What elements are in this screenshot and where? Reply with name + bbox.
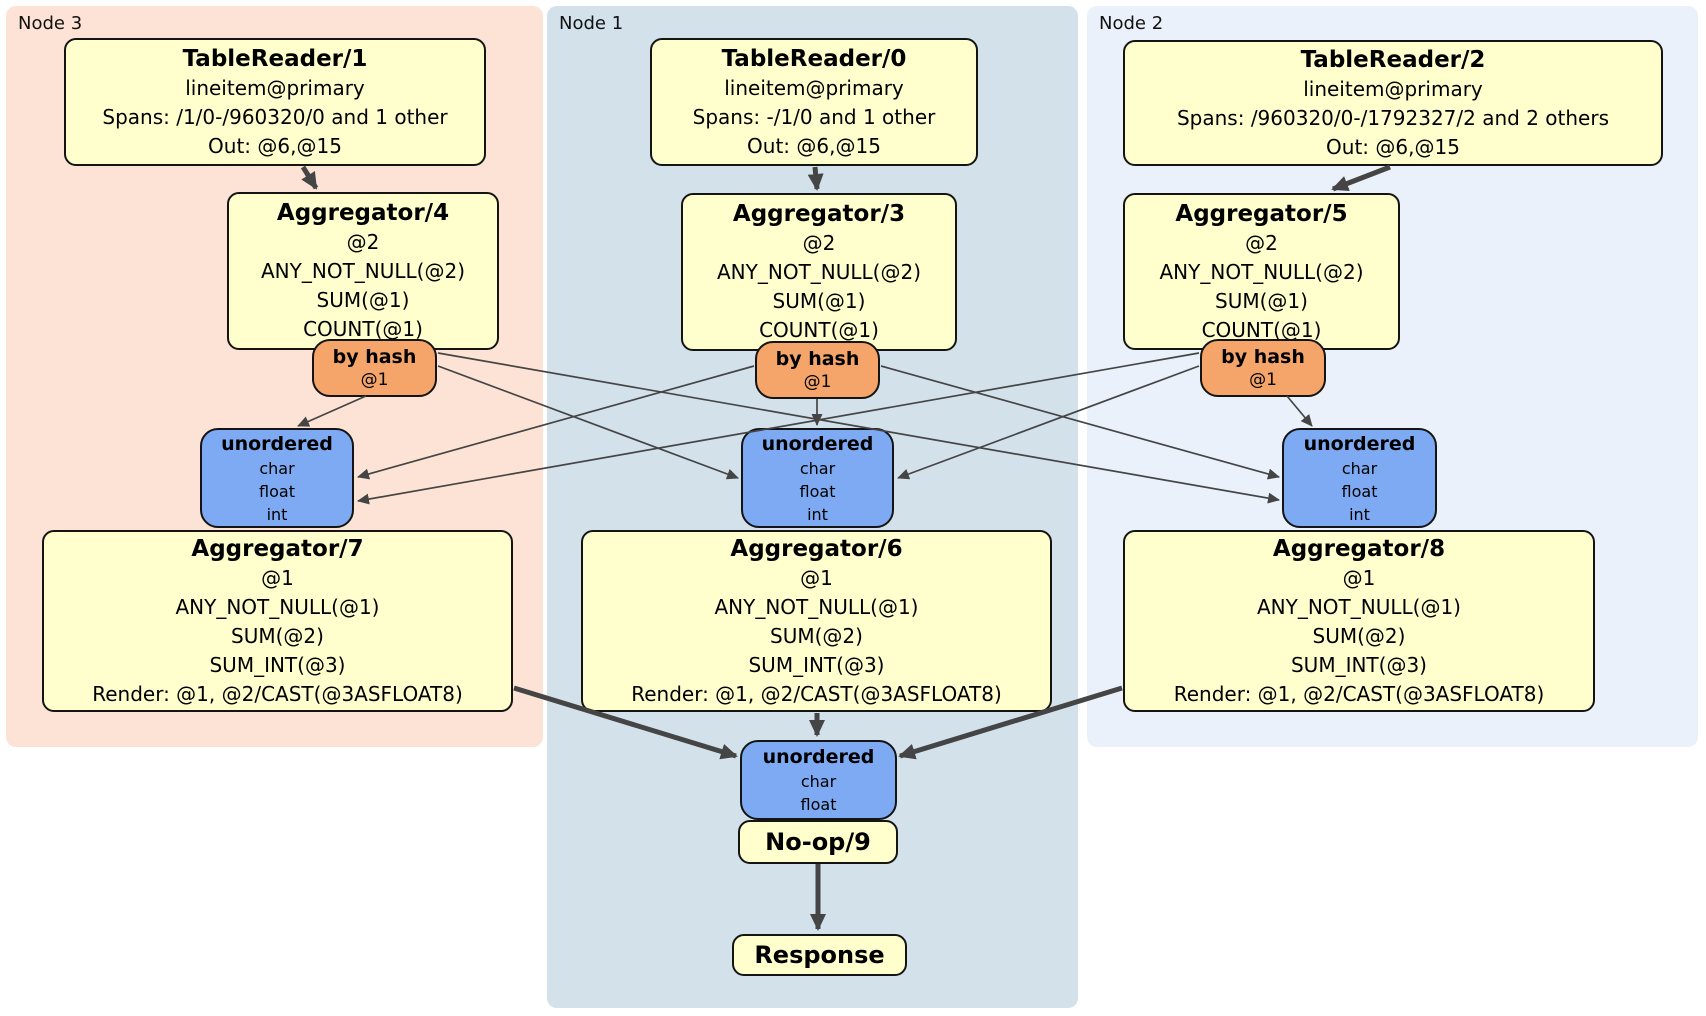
hash-router-node2: by hash @1 — [1200, 339, 1326, 397]
aggregator-7-title: Aggregator/7 — [191, 535, 364, 562]
aggregator-4-box: Aggregator/4 @2 ANY_NOT_NULL(@2) SUM(@1)… — [227, 192, 499, 350]
aggregator-5-title: Aggregator/5 — [1175, 200, 1348, 227]
unordered-sync-final-title: unordered — [762, 746, 875, 768]
aggregator-5-box: Aggregator/5 @2 ANY_NOT_NULL(@2) SUM(@1)… — [1123, 193, 1400, 350]
unordered-sync-node2-title: unordered — [1303, 432, 1416, 455]
unordered-sync-final-columns: char float — [800, 772, 837, 814]
unordered-sync-node1-columns: char float int — [799, 458, 836, 524]
unordered-sync-node3-columns: char float int — [259, 458, 295, 524]
aggregator-8-title: Aggregator/8 — [1272, 535, 1446, 562]
tablereader-0-details: lineitem@primary Spans: -/1/0 and 1 othe… — [692, 75, 936, 158]
noop-9-title: No-op/9 — [765, 828, 871, 856]
aggregator-6-box: Aggregator/6 @1 ANY_NOT_NULL(@1) SUM(@2)… — [581, 530, 1052, 712]
tablereader-1-box: TableReader/1 lineitem@primary Spans: /1… — [64, 38, 486, 166]
unordered-sync-node1: unordered char float int — [741, 428, 894, 528]
aggregator-7-box: Aggregator/7 @1 ANY_NOT_NULL(@1) SUM(@2)… — [42, 530, 513, 712]
hash-router-node3-detail: @1 — [360, 370, 389, 390]
noop-9-box: No-op/9 — [738, 820, 898, 864]
unordered-sync-node3-title: unordered — [221, 432, 333, 455]
unordered-sync-node1-title: unordered — [761, 432, 874, 455]
aggregator-3-title: Aggregator/3 — [732, 201, 906, 227]
tablereader-2-box: TableReader/2 lineitem@primary Spans: /9… — [1123, 40, 1663, 166]
node1-label: Node 1 — [559, 13, 624, 34]
tablereader-1-title: TableReader/1 — [182, 45, 368, 72]
response-title: Response — [754, 941, 885, 969]
aggregator-6-details: @1 ANY_NOT_NULL(@1) SUM(@2) SUM_INT(@3) … — [631, 565, 1002, 706]
hash-router-node1-title: by hash — [775, 348, 860, 370]
hash-router-node3-title: by hash — [332, 346, 417, 368]
aggregator-4-title: Aggregator/4 — [276, 200, 450, 226]
hash-router-node2-title: by hash — [1221, 346, 1305, 368]
hash-router-node2-detail: @1 — [1249, 370, 1277, 390]
tablereader-0-title: TableReader/0 — [721, 45, 907, 72]
aggregator-3-box: Aggregator/3 @2 ANY_NOT_NULL(@2) SUM(@1)… — [681, 193, 957, 351]
tablereader-2-details: lineitem@primary Spans: /960320/0-/17923… — [1176, 76, 1609, 159]
aggregator-7-details: @1 ANY_NOT_NULL(@1) SUM(@2) SUM_INT(@3) … — [92, 565, 463, 706]
aggregator-8-details: @1 ANY_NOT_NULL(@1) SUM(@2) SUM_INT(@3) … — [1173, 565, 1545, 706]
tablereader-2-title: TableReader/2 — [1300, 46, 1486, 73]
tablereader-1-details: lineitem@primary Spans: /1/0-/960320/0 a… — [102, 75, 448, 158]
unordered-sync-node2-columns: char float int — [1341, 458, 1378, 524]
node3-label: Node 3 — [18, 13, 83, 34]
unordered-sync-node2: unordered char float int — [1282, 428, 1437, 528]
response-box: Response — [732, 934, 907, 976]
hash-router-node1-detail: @1 — [803, 372, 832, 392]
aggregator-6-title: Aggregator/6 — [730, 535, 903, 562]
hash-router-node1: by hash @1 — [755, 341, 880, 399]
aggregator-5-details: @2 ANY_NOT_NULL(@2) SUM(@1) COUNT(@1) — [1159, 230, 1364, 342]
aggregator-4-details: @2 ANY_NOT_NULL(@2) SUM(@1) COUNT(@1) — [261, 230, 465, 341]
aggregator-8-box: Aggregator/8 @1 ANY_NOT_NULL(@1) SUM(@2)… — [1123, 530, 1595, 712]
node2-label: Node 2 — [1099, 13, 1164, 34]
tablereader-0-box: TableReader/0 lineitem@primary Spans: -/… — [650, 38, 978, 166]
hash-router-node3: by hash @1 — [312, 339, 437, 397]
unordered-sync-node3: unordered char float int — [200, 428, 354, 528]
aggregator-3-details: @2 ANY_NOT_NULL(@2) SUM(@1) COUNT(@1) — [717, 231, 921, 342]
unordered-sync-final: unordered char float — [740, 740, 897, 820]
